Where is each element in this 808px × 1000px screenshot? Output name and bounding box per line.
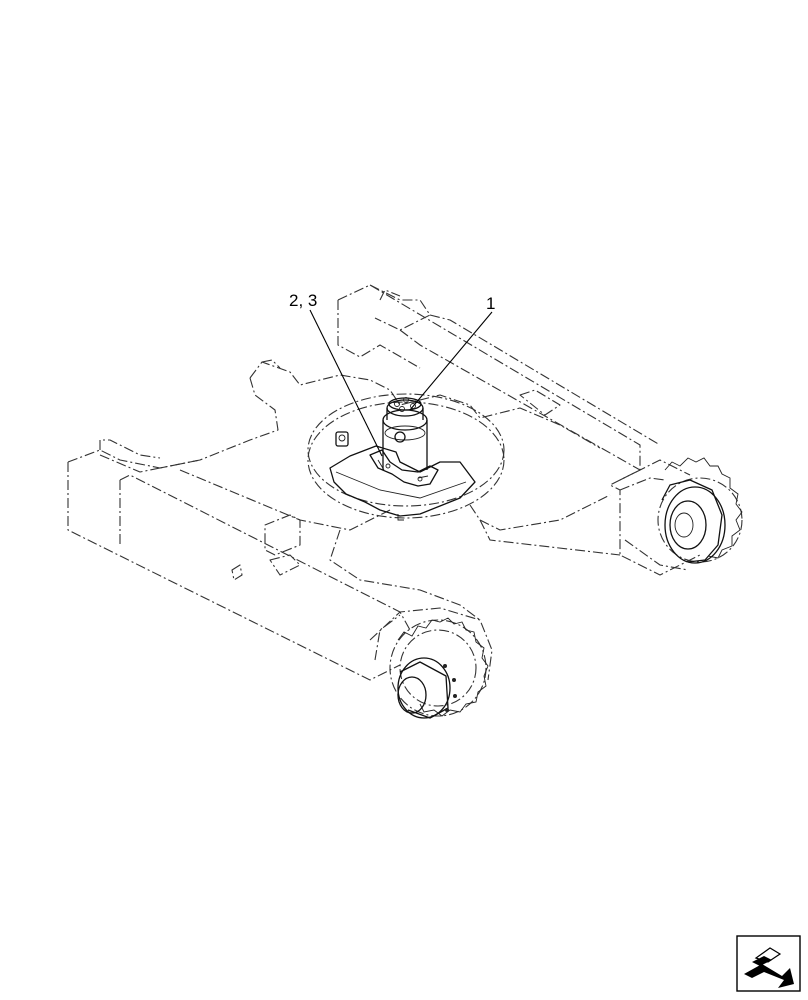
leader-line-2-3 xyxy=(309,309,383,457)
next-page-arrow-icon[interactable] xyxy=(736,935,801,992)
callout-item-1: 1 xyxy=(486,294,495,313)
rear-sprocket xyxy=(619,457,743,571)
callout-items-2-3: 2, 3 xyxy=(289,291,317,310)
leader-line-1 xyxy=(409,311,493,411)
swivel-joint xyxy=(329,397,476,521)
front-sprocket xyxy=(389,617,489,719)
undercarriage-frame xyxy=(67,284,701,681)
callout-leaders xyxy=(309,309,493,457)
